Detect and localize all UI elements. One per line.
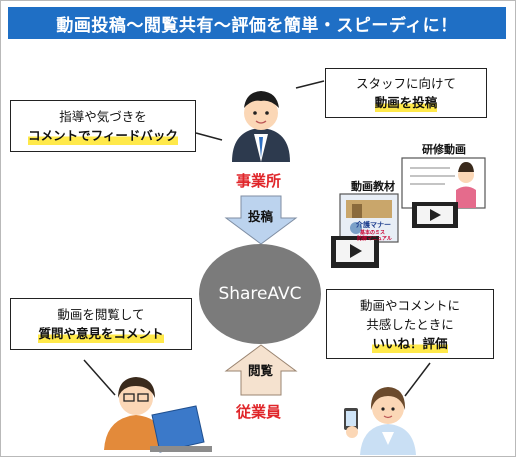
staff-phone-figure (344, 387, 416, 455)
video-material-illustration (331, 193, 399, 268)
callout-tail-top-left (195, 132, 223, 141)
view-arrow-up (224, 344, 298, 396)
callout-post-line2: 動画を投稿 (374, 93, 438, 112)
role-staff: 従業員 (236, 403, 282, 421)
post-arrow-down (224, 195, 298, 245)
callout-feedback-line2: コメントでフィードバック (28, 126, 178, 145)
arrow-label-post: 投稿 (248, 209, 274, 224)
book-subtitle-1: 基本のミス (360, 230, 386, 236)
label-video-material: 動画教材 (351, 180, 395, 193)
callout-tail-bottom-left (83, 359, 116, 396)
callout-view-line2: 質問や意見をコメント (38, 324, 164, 343)
book-subtitle-2: 防御マニュアル (357, 236, 392, 242)
callout-like-line3: いいね！評価 (372, 333, 448, 353)
staff-laptop-figure (104, 377, 212, 453)
manager-figure (232, 91, 290, 162)
callout-feedback: 指導や気づきを コメントでフィードバック (10, 100, 196, 152)
callout-feedback-line1: 指導や気づきを (59, 109, 147, 124)
book-title: 介護マナー (356, 221, 391, 229)
arrow-label-view: 閲覧 (248, 363, 274, 378)
callout-view-comment: 動画を閲覧して 質問や意見をコメント (10, 298, 192, 350)
callout-view-line1: 動画を閲覧して (57, 307, 145, 322)
callout-post-line1: スタッフに向けて (355, 76, 456, 91)
role-office: 事業所 (236, 172, 282, 190)
callout-tail-top-right (295, 80, 325, 89)
callout-like-line1: 動画やコメントに (359, 297, 460, 313)
label-training-video: 研修動画 (422, 143, 466, 156)
callout-tail-bottom-right (404, 362, 431, 397)
banner-title: 動画投稿～閲覧共有～評価を簡単・スピーディに！ (8, 7, 506, 39)
sharavc-hub: ShareAVC (199, 244, 321, 344)
callout-post: スタッフに向けて 動画を投稿 (325, 68, 487, 118)
training-video-illustration (401, 157, 486, 228)
callout-like-line2: 共感したときに (366, 316, 454, 332)
callout-like: 動画やコメントに 共感したときに いいね！評価 (326, 289, 494, 359)
